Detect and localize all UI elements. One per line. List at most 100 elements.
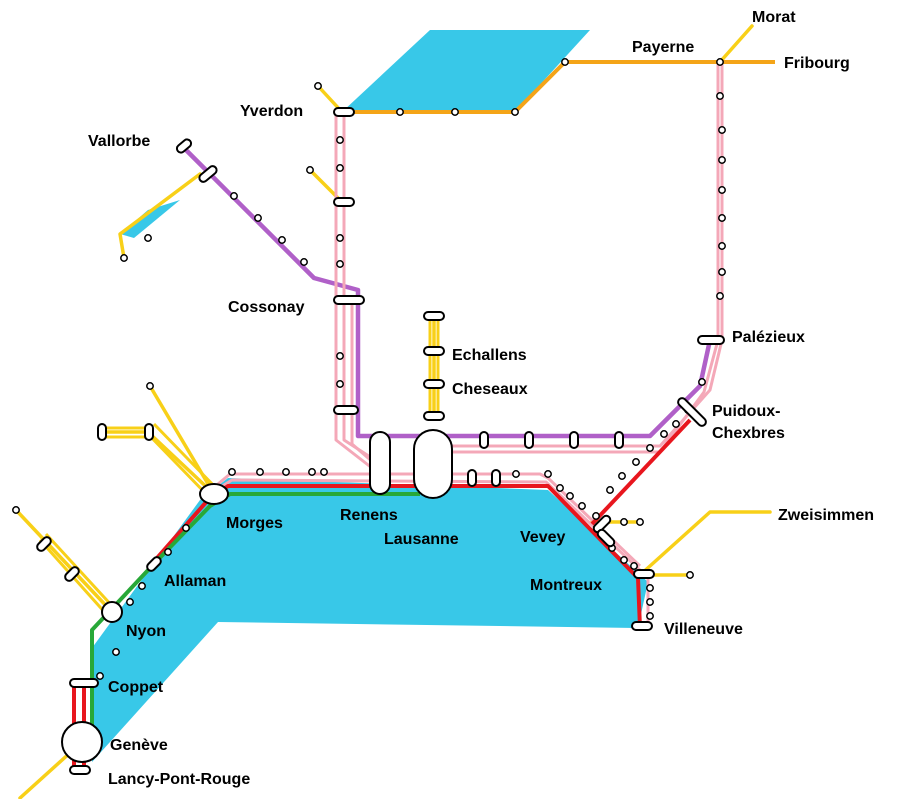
station-marker-montreux[interactable]: [633, 569, 655, 579]
station-marker-pully-2[interactable]: [491, 469, 501, 487]
stop-dots: [12, 58, 726, 680]
stop-dot[interactable]: [716, 92, 724, 100]
stop-dot[interactable]: [138, 582, 146, 590]
station-marker-nyon-branch-2[interactable]: [36, 536, 53, 553]
station-marker-lausanne-east-1[interactable]: [479, 431, 489, 449]
station-marker-echallens-top[interactable]: [423, 311, 445, 321]
stop-dot[interactable]: [256, 468, 264, 476]
stop-dot[interactable]: [126, 598, 134, 606]
station-marker-nyon-branch-1[interactable]: [64, 566, 81, 583]
station-marker-villeneuve[interactable]: [631, 621, 653, 631]
stop-dot[interactable]: [336, 164, 344, 172]
stop-dot[interactable]: [561, 58, 569, 66]
stop-dot[interactable]: [566, 492, 574, 500]
label-lancy: Lancy-Pont-Rouge: [108, 771, 250, 788]
stop-dot[interactable]: [314, 82, 322, 90]
stop-dot[interactable]: [282, 468, 290, 476]
stop-dot[interactable]: [646, 598, 654, 606]
station-marker-lausanne[interactable]: [413, 429, 453, 499]
stop-dot[interactable]: [646, 584, 654, 592]
stop-dot[interactable]: [618, 472, 626, 480]
station-marker-nyon[interactable]: [101, 601, 123, 623]
stop-dot[interactable]: [630, 562, 638, 570]
stop-dot[interactable]: [228, 468, 236, 476]
station-marker-coppet[interactable]: [69, 678, 99, 688]
stop-dot[interactable]: [451, 108, 459, 116]
stop-dot[interactable]: [182, 524, 190, 532]
station-marker-yverdon-2[interactable]: [333, 197, 355, 207]
stop-dot[interactable]: [308, 468, 316, 476]
station-marker-cossonay-2[interactable]: [333, 405, 359, 415]
station-marker-lausanne-east-2[interactable]: [524, 431, 534, 449]
station-marker-vallorbe-2[interactable]: [198, 165, 218, 184]
stop-dot[interactable]: [686, 571, 694, 579]
stop-dot[interactable]: [672, 420, 680, 428]
stop-dot[interactable]: [718, 156, 726, 164]
stop-dot[interactable]: [716, 292, 724, 300]
stop-dot[interactable]: [620, 556, 628, 564]
stop-dot[interactable]: [698, 378, 706, 386]
station-marker-yverdon[interactable]: [333, 107, 355, 117]
stop-dot[interactable]: [230, 192, 238, 200]
stop-dot[interactable]: [632, 458, 640, 466]
label-morges: Morges: [226, 515, 283, 532]
station-marker-cossonay[interactable]: [333, 295, 365, 305]
station-marker-echallens-bottom[interactable]: [423, 411, 445, 421]
station-marker-palezieux[interactable]: [697, 335, 725, 345]
stop-dot[interactable]: [718, 242, 726, 250]
station-marker-vallorbe[interactable]: [175, 138, 193, 154]
stop-dot[interactable]: [556, 484, 564, 492]
station-marker-morges[interactable]: [199, 483, 229, 505]
stop-dot[interactable]: [144, 234, 152, 242]
stop-dot[interactable]: [112, 648, 120, 656]
stop-dot[interactable]: [512, 470, 520, 478]
stop-dot[interactable]: [718, 268, 726, 276]
stop-dot[interactable]: [336, 380, 344, 388]
station-marker-lancy[interactable]: [69, 765, 91, 775]
stop-dot[interactable]: [278, 236, 286, 244]
station-marker-pully-1[interactable]: [467, 469, 477, 487]
stop-dot[interactable]: [300, 258, 308, 266]
stop-dot[interactable]: [544, 470, 552, 478]
station-marker-echallens[interactable]: [423, 346, 445, 356]
label-coppet: Coppet: [108, 679, 164, 696]
stop-dot[interactable]: [336, 352, 344, 360]
stop-dot[interactable]: [336, 260, 344, 268]
station-marker-morges-branch-2[interactable]: [144, 423, 154, 441]
station-marker-vevey[interactable]: [592, 514, 612, 534]
stop-dot[interactable]: [146, 382, 154, 390]
station-marker-morges-branch-1[interactable]: [97, 423, 107, 441]
stop-dot[interactable]: [646, 444, 654, 452]
stop-dot[interactable]: [511, 108, 519, 116]
station-marker-puidoux[interactable]: [676, 396, 707, 427]
station-marker-cheseaux[interactable]: [423, 379, 445, 389]
station-marker-lausanne-east-3[interactable]: [569, 431, 579, 449]
stop-dot[interactable]: [620, 518, 628, 526]
stop-dot[interactable]: [12, 506, 20, 514]
station-marker-vevey-2[interactable]: [596, 528, 616, 548]
stop-dot[interactable]: [336, 234, 344, 242]
stop-dot[interactable]: [718, 126, 726, 134]
stop-dot[interactable]: [718, 214, 726, 222]
stop-dot[interactable]: [646, 612, 654, 620]
stop-dot[interactable]: [96, 672, 104, 680]
stop-dot[interactable]: [592, 512, 600, 520]
stop-dot[interactable]: [716, 58, 724, 66]
stop-dot[interactable]: [120, 254, 128, 262]
stop-dot[interactable]: [660, 430, 668, 438]
station-marker-renens[interactable]: [369, 431, 391, 495]
stop-dot[interactable]: [718, 186, 726, 194]
stop-dot[interactable]: [336, 136, 344, 144]
stop-dot[interactable]: [254, 214, 262, 222]
stop-dot[interactable]: [396, 108, 404, 116]
station-marker-allaman[interactable]: [146, 556, 163, 573]
station-marker-lausanne-east-4[interactable]: [614, 431, 624, 449]
stop-dot[interactable]: [320, 468, 328, 476]
stop-dot[interactable]: [606, 486, 614, 494]
stop-dot[interactable]: [164, 548, 172, 556]
stop-dot[interactable]: [578, 502, 586, 510]
stop-dot[interactable]: [636, 518, 644, 526]
station-marker-geneve[interactable]: [61, 721, 103, 763]
label-montreux: Montreux: [530, 577, 602, 594]
stop-dot[interactable]: [306, 166, 314, 174]
